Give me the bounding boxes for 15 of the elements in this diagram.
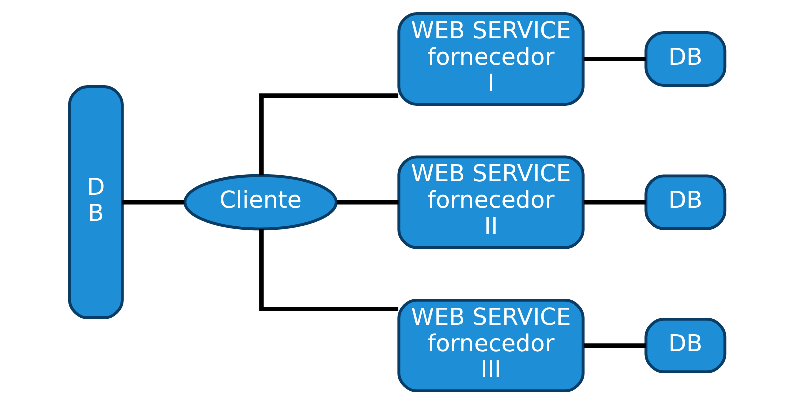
connector <box>260 229 399 312</box>
node-box: DB <box>644 31 727 87</box>
node-box: WEB SERVICE fornecedor III <box>398 298 585 393</box>
node-box: D B <box>68 86 124 320</box>
connector <box>260 94 399 176</box>
node-box: WEB SERVICE fornecedor I <box>398 12 585 106</box>
node-ellipse: Cliente <box>184 174 338 231</box>
connector <box>584 200 646 205</box>
node-box: DB <box>644 174 727 230</box>
node-box: WEB SERVICE fornecedor II <box>398 156 585 250</box>
connector <box>336 200 399 205</box>
connector <box>584 57 646 62</box>
connector <box>122 200 185 205</box>
connector <box>584 344 646 348</box>
node-box: DB <box>644 318 727 374</box>
